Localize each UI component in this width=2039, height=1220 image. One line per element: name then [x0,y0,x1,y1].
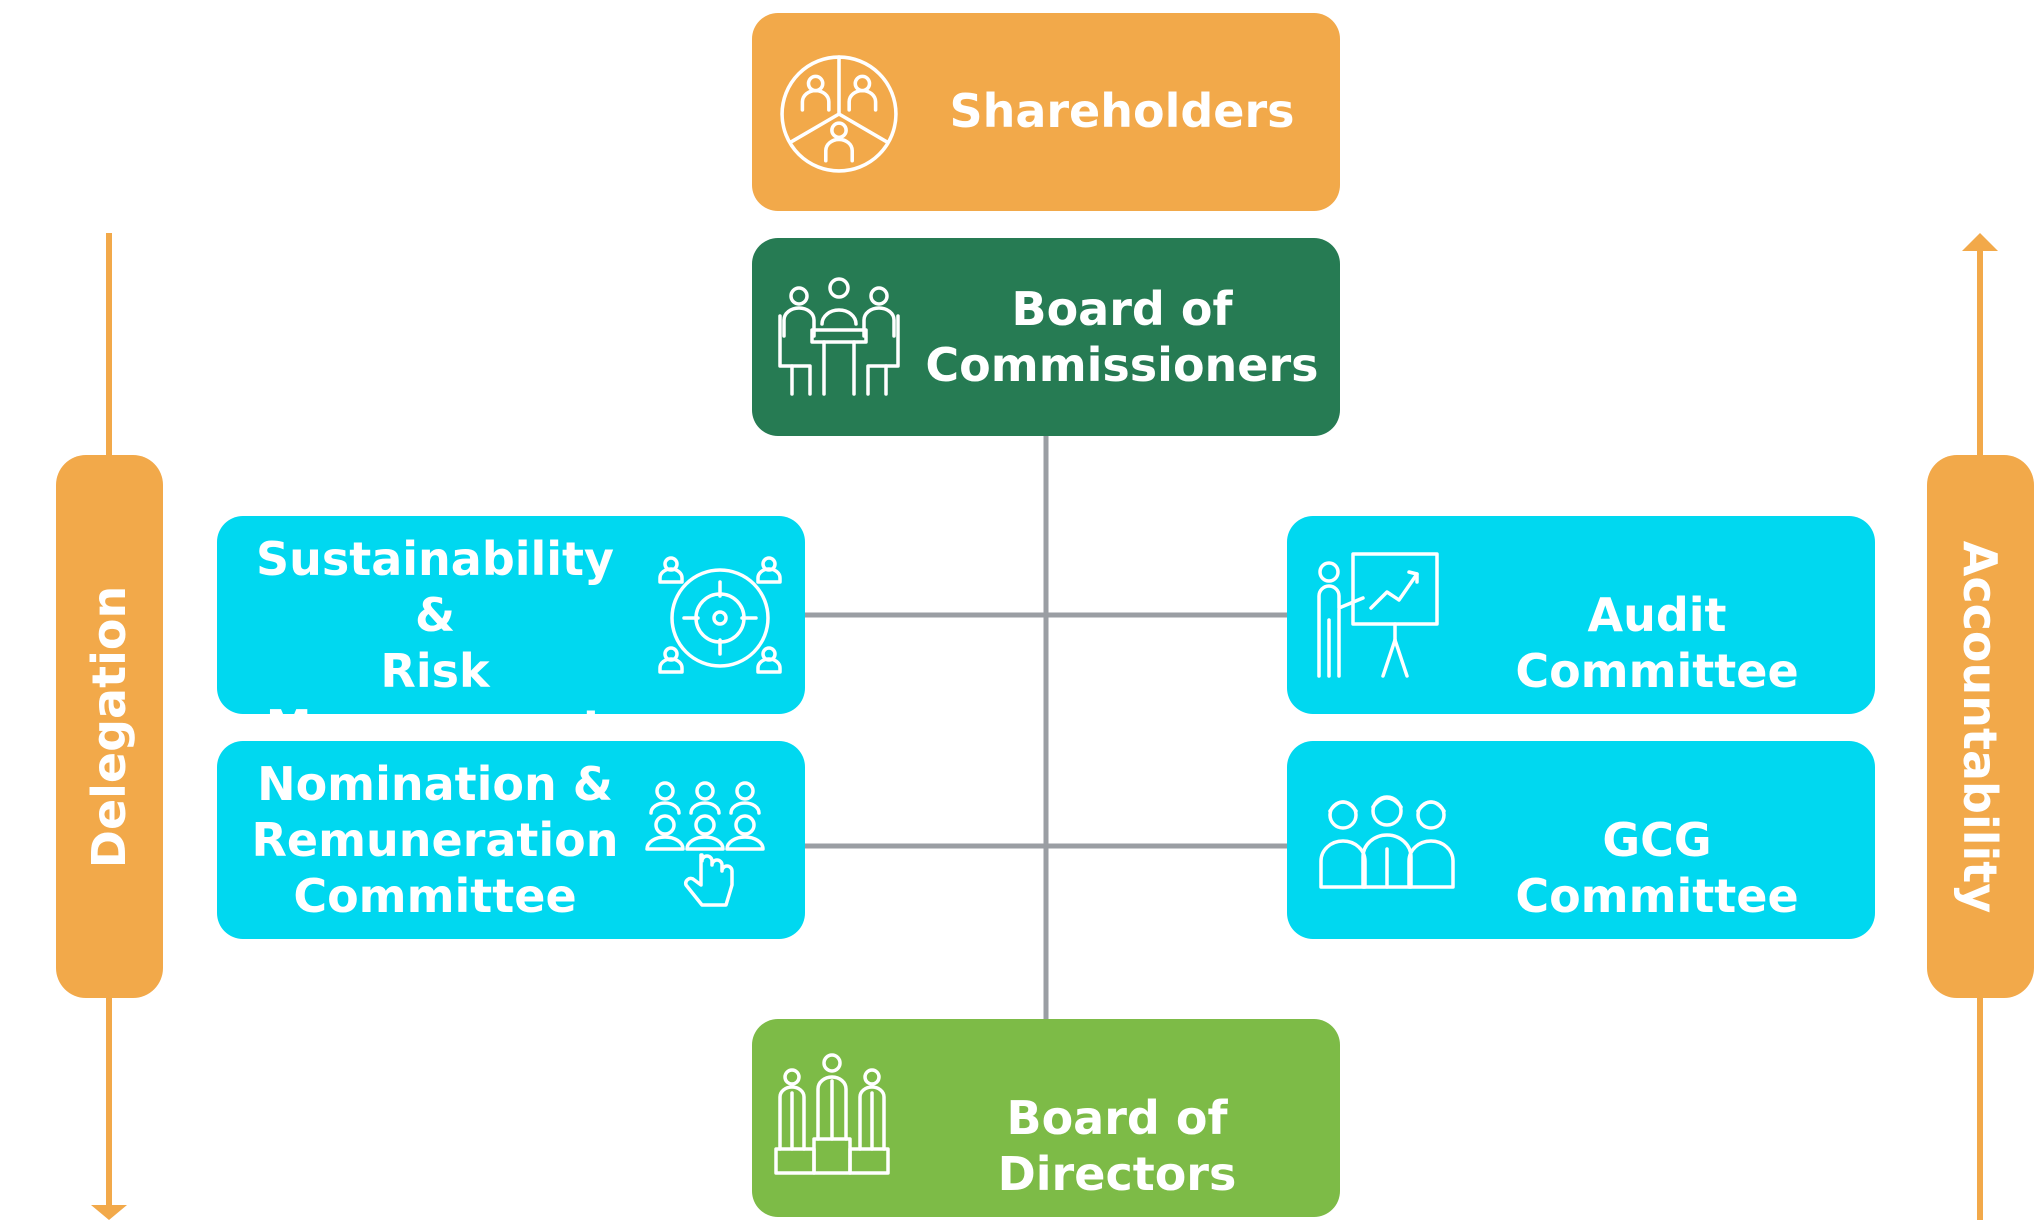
presentation-chart-icon [1313,550,1441,680]
shareholders-node: Shareholders [752,13,1340,211]
delegation-pill: Delegation [56,455,163,998]
podium-team-icon [770,1053,894,1177]
group-people-icon [1317,791,1457,891]
board-of-commissioners-label: Board of Commissioners [925,282,1319,392]
delegation-arrowhead [91,1205,127,1220]
nomination-remuneration-committee-label: Nomination & Remuneration Committee [251,757,619,923]
accountability-label: Accountability [1953,540,2008,913]
shareholders-label: Shareholders [949,84,1295,138]
accountability-pill: Accountability [1927,455,2034,998]
gcg-committee-node: GCG Committee [1287,741,1875,939]
board-of-directors-label: Board of Directors [997,1091,1237,1201]
board-of-directors-node: Board of Directors [752,1019,1340,1217]
shareholders-icon [778,53,900,175]
gcg-committee-label: GCG Committee [1515,813,1799,923]
target-team-icon [657,556,783,680]
sustainability-risk-committee-node: Sustainability & Risk Management Committ… [217,516,805,810]
accountability-arrowhead [1962,233,1998,251]
delegation-label: Delegation [82,585,137,868]
select-person-icon [643,779,767,909]
board-of-commissioners-node: Board of Commissioners [752,238,1340,436]
nomination-remuneration-committee-node: Nomination & Remuneration Committee [217,741,805,939]
meeting-table-icon [774,276,904,400]
audit-committee-node: Audit Committee [1287,516,1875,714]
audit-committee-label: Audit Committee [1515,588,1799,698]
